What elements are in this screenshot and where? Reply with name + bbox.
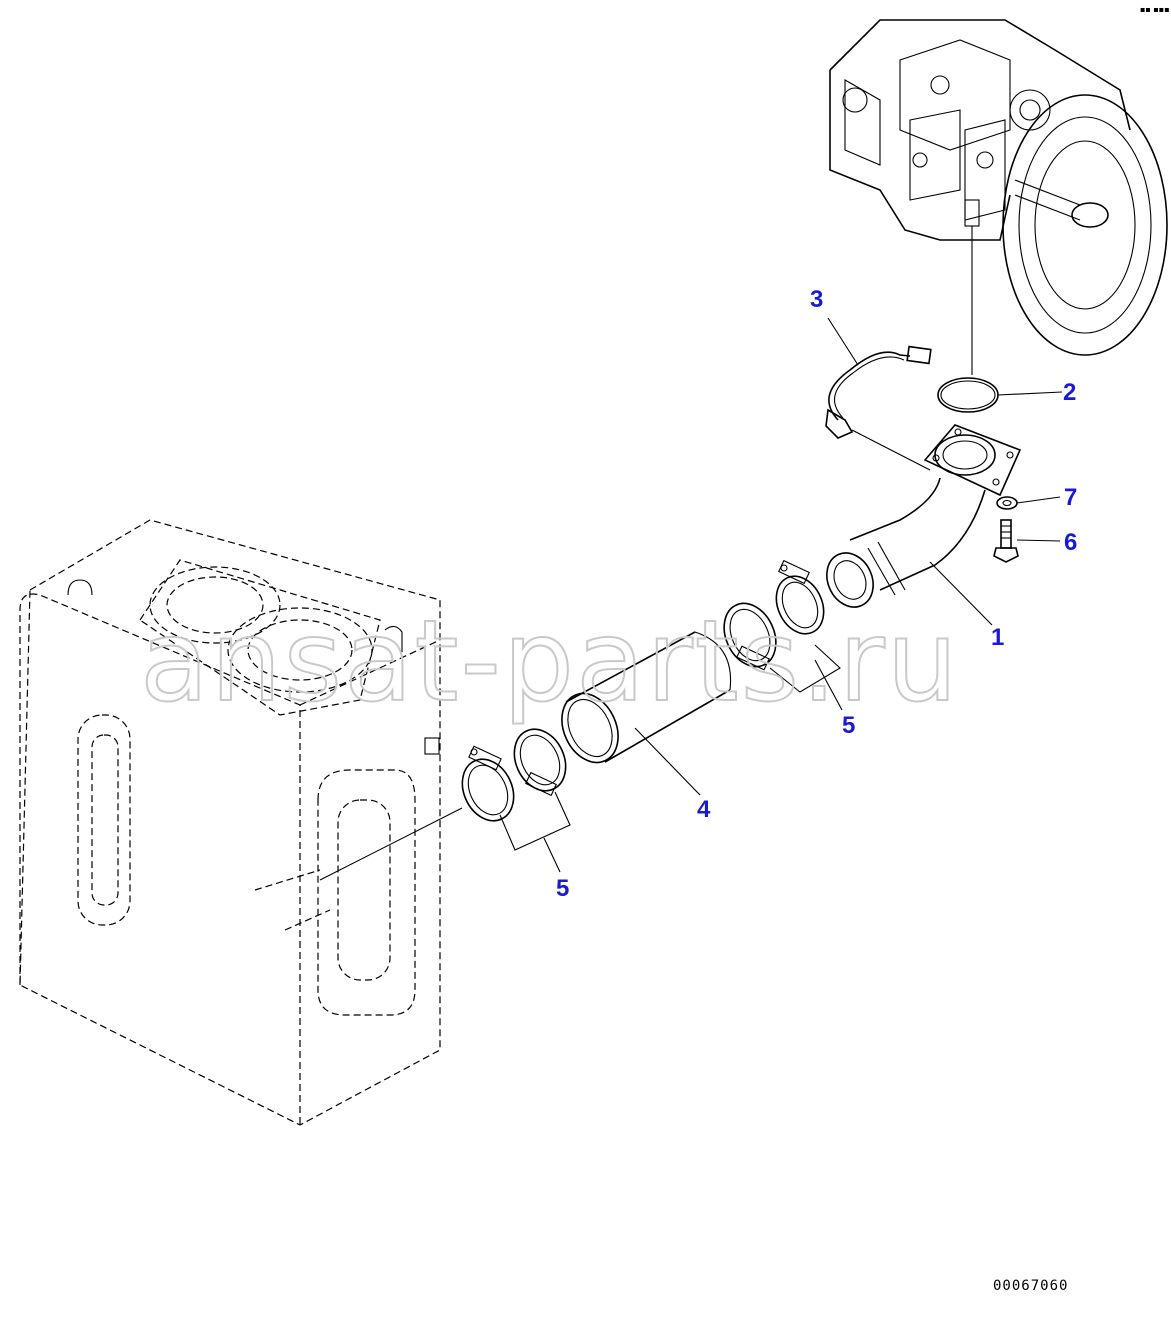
hydraulic-pump xyxy=(829,19,1168,375)
callout-4: 4 xyxy=(697,796,711,823)
callout-1: 1 xyxy=(991,624,1004,651)
callout-2: 2 xyxy=(1063,379,1076,406)
sensor-wire xyxy=(825,345,932,471)
hydraulic-tank xyxy=(19,519,441,1126)
washer xyxy=(996,496,1018,510)
clamp-bracket-left xyxy=(499,791,571,851)
elbow-pipe xyxy=(826,424,1022,608)
bolt xyxy=(993,519,1019,563)
watermark-text: ansat-parts.ru xyxy=(140,597,960,727)
callout-3: 3 xyxy=(810,286,823,313)
callout-6: 6 xyxy=(1064,529,1077,556)
o-ring xyxy=(937,377,999,413)
hose-clamp-left-lower xyxy=(461,745,515,822)
clamp-bracket-right xyxy=(769,644,841,693)
tank-leader-line xyxy=(319,807,463,881)
callout-5-right: 5 xyxy=(842,712,855,739)
drawing-code: 00067060 xyxy=(993,1278,1068,1294)
callout-5-left: 5 xyxy=(556,875,569,902)
hose xyxy=(561,631,732,764)
corner-mark: ▪▪ ▪▪▪ xyxy=(1140,5,1170,14)
callout-7: 7 xyxy=(1064,484,1077,511)
leader-lines xyxy=(543,317,1063,873)
hose-clamp-left-upper xyxy=(513,728,567,797)
hose-clamp-right-upper xyxy=(775,559,825,635)
hose-clamp-right-lower xyxy=(723,602,777,671)
